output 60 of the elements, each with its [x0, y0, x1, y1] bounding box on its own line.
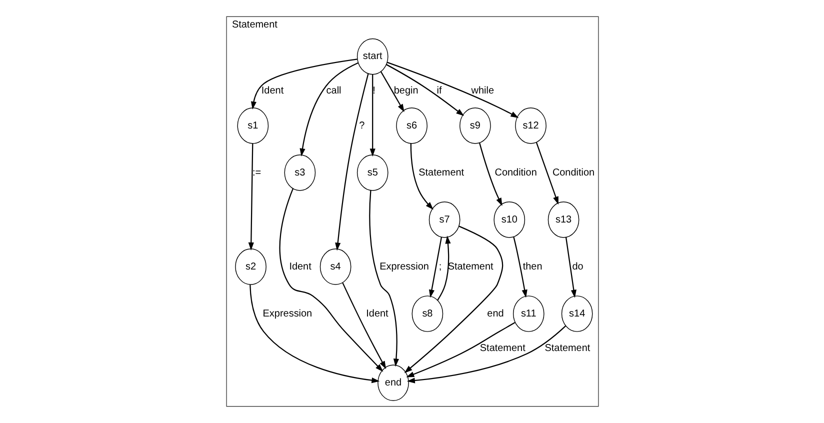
edge-label: begin — [393, 86, 418, 97]
arrow — [410, 143, 433, 210]
node-ellipse: start — [356, 38, 388, 75]
edge-label: ! — [372, 86, 375, 97]
node-ellipse: end — [377, 364, 408, 401]
arrow — [404, 226, 503, 374]
arrow — [380, 71, 404, 112]
edge-label: Statement — [544, 342, 590, 354]
arrow — [342, 282, 386, 370]
arrow — [406, 326, 566, 384]
node-ellipse: s3 — [284, 154, 316, 191]
node-ellipse: s11 — [512, 296, 544, 332]
edge-label: := — [252, 167, 261, 178]
arrow — [334, 74, 368, 251]
arrow — [249, 284, 380, 384]
arrow — [368, 190, 398, 367]
arrow — [250, 58, 357, 110]
node-ellipse: s5 — [356, 154, 388, 191]
node-ellipse: s7 — [428, 202, 460, 238]
node-ellipse: s12 — [514, 107, 546, 144]
node-ellipse: s13 — [547, 202, 579, 238]
arrow — [428, 237, 442, 298]
edge-label: Statement — [418, 167, 464, 178]
arrow — [478, 142, 502, 206]
edge-label: call — [326, 86, 341, 97]
edge-label: Ident — [260, 86, 284, 97]
edge-label: if — [436, 86, 442, 97]
arrow — [564, 237, 576, 298]
arrow — [436, 236, 450, 300]
arrow — [386, 62, 518, 118]
edge-label: Expression — [379, 261, 428, 272]
node-ellipse: s10 — [493, 202, 525, 238]
edge-label: Statement — [447, 261, 493, 272]
arrow — [535, 142, 558, 205]
edge-label: Condition — [494, 167, 536, 178]
node-ellipse: s1 — [236, 107, 268, 144]
edge-label: then — [522, 261, 542, 272]
arrow — [248, 143, 254, 250]
edge-label: Condition — [552, 167, 594, 178]
arrow — [406, 322, 515, 378]
edge-label: Statement — [479, 342, 525, 354]
edge-label: do — [572, 261, 583, 272]
arrow — [369, 74, 375, 157]
edge-label: end — [486, 308, 504, 320]
node-ellipse: s6 — [396, 107, 427, 144]
node-ellipse: s4 — [319, 248, 351, 285]
edge-label: ? — [358, 120, 364, 132]
arrow — [278, 188, 383, 372]
arrow — [299, 62, 358, 156]
node-ellipse: s9 — [459, 107, 490, 144]
arrow — [512, 236, 527, 298]
edge-label: while — [470, 86, 494, 97]
node-ellipse: s8 — [411, 296, 443, 332]
edge-label: Ident — [288, 261, 311, 272]
node-ellipse: s14 — [560, 296, 592, 332]
node-ellipse: s2 — [234, 248, 266, 285]
edge-label: ; — [438, 261, 442, 272]
edge-label: Expression — [262, 308, 312, 320]
arrow — [386, 64, 464, 116]
edge-label: Ident — [366, 308, 388, 320]
